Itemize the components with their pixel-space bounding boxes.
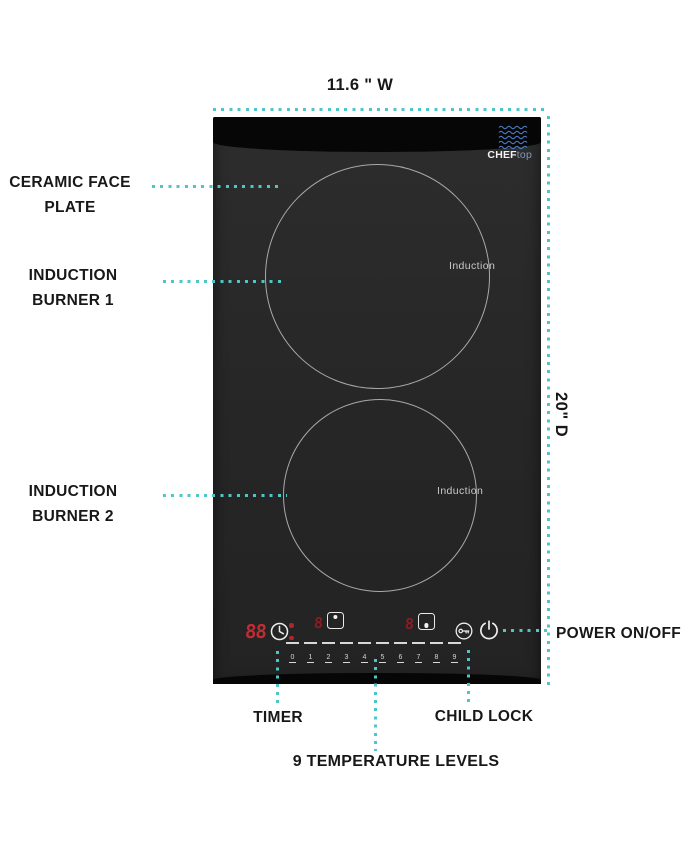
temp-tick[interactable]: 9	[448, 642, 461, 664]
timer-led-display: 88	[244, 621, 267, 643]
depth-dimension-label: 20" D	[552, 392, 570, 438]
induction-burner-2-label: INDUCTION BURNER 2	[28, 483, 118, 525]
temp-tick[interactable]: 0	[286, 642, 299, 664]
burner-2-led-display: 8	[404, 615, 415, 633]
child-lock-label: CHILD LOCK	[434, 708, 534, 725]
induction-burner-1-ring	[265, 164, 490, 389]
timer-colon-dots	[289, 623, 294, 640]
burner-1-leader-line	[163, 280, 283, 283]
width-dimension-label: 11.6 " W	[326, 76, 394, 94]
temp-tick[interactable]: 7	[412, 642, 425, 664]
depth-dimension-line	[547, 116, 550, 686]
burner-top-indicator-icon[interactable]	[327, 612, 344, 629]
temp-levels-leader-line	[374, 659, 377, 751]
ceramic-leader-line	[152, 185, 283, 188]
timer-leader-line	[276, 651, 279, 705]
temp-tick[interactable]: 6	[394, 642, 407, 664]
burner-2-leader-line	[163, 494, 287, 497]
burner-bottom-indicator-icon[interactable]	[418, 613, 435, 630]
power-icon[interactable]	[477, 618, 501, 642]
brand-light: top	[516, 149, 532, 161]
temperature-level-slider[interactable]: 0 1 2 3 4 5 6 7 8 9	[286, 642, 461, 664]
width-dimension-line	[213, 108, 547, 111]
power-leader-line	[503, 629, 551, 632]
temp-tick[interactable]: 2	[322, 642, 335, 664]
temp-tick[interactable]: 4	[358, 642, 371, 664]
temp-tick[interactable]: 3	[340, 642, 353, 664]
temperature-levels-label: 9 TEMPERATURE LEVELS	[292, 753, 500, 770]
brand-logo: CHEFtop	[487, 149, 532, 161]
power-on-off-label: POWER ON/OFF	[556, 625, 682, 642]
temp-tick[interactable]: 1	[304, 642, 317, 664]
clock-icon[interactable]	[269, 621, 290, 642]
temp-tick[interactable]: 5	[376, 642, 389, 664]
child-lock-icon[interactable]	[454, 621, 474, 641]
ceramic-face-plate-label: CERAMIC FACE PLATE	[9, 174, 131, 216]
bottom-bezel	[213, 673, 541, 684]
temp-tick[interactable]: 8	[430, 642, 443, 664]
top-bezel	[213, 117, 541, 152]
burner-1-induction-text: Induction	[449, 260, 496, 272]
burner-2-induction-text: Induction	[437, 485, 484, 497]
induction-cooktop: CHEFtop Induction Induction 88 8 8 0 1 2…	[213, 117, 541, 684]
child-lock-leader-line	[467, 650, 470, 702]
burner-1-led-display: 8	[313, 614, 324, 632]
induction-burner-1-label: INDUCTION BURNER 1	[28, 267, 118, 309]
brand-bold: CHEF	[487, 149, 517, 161]
timer-label: TIMER	[253, 709, 303, 726]
logo-waves-icon	[498, 125, 530, 151]
